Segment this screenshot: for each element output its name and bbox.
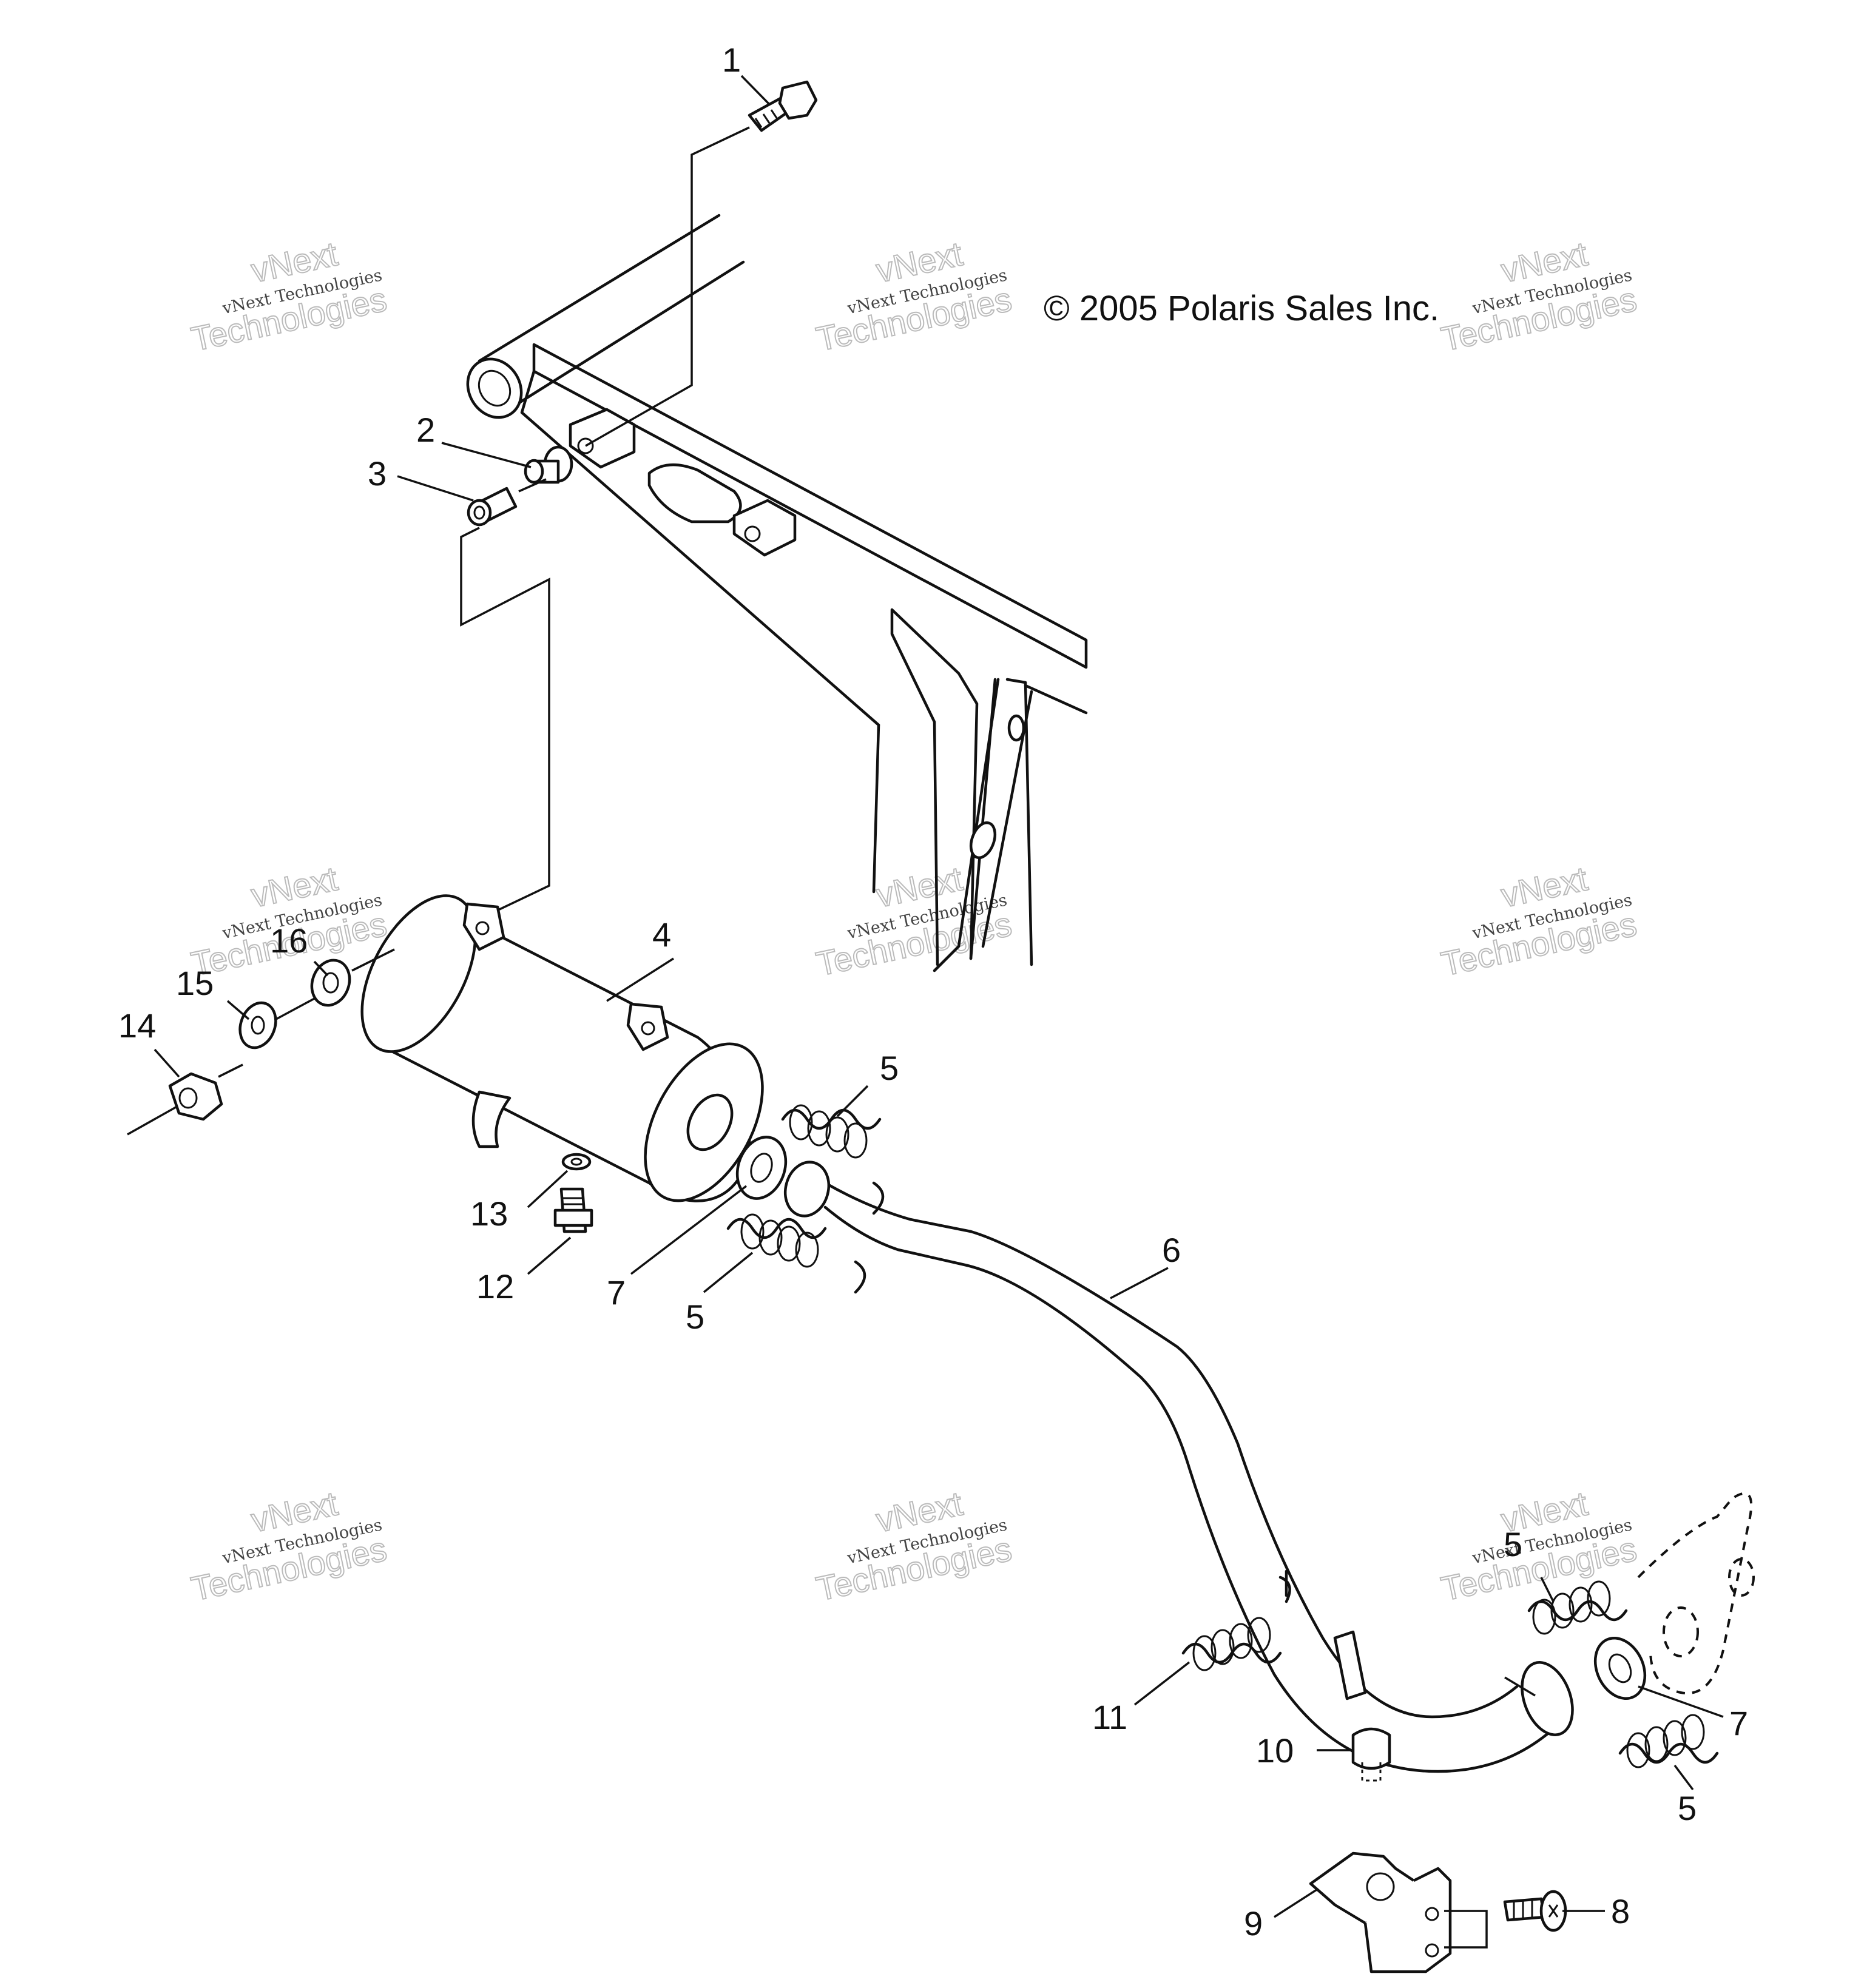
part-mounting-bracket <box>1309 1852 1452 1973</box>
part-gasket <box>1593 1636 1647 1700</box>
callout-2: 2 <box>416 411 435 449</box>
part-spring <box>726 1213 827 1268</box>
callout-16: 16 <box>270 922 308 960</box>
part-washer-tiny <box>561 1153 592 1171</box>
watermark: vNext vNext Technologies Technologies <box>187 234 391 359</box>
callout-4: 4 <box>652 915 671 954</box>
part-spring <box>1181 1617 1282 1671</box>
watermark: vNext vNext Technologies Technologies <box>812 1483 1016 1608</box>
callout-13: 13 <box>470 1194 508 1233</box>
part-flange-bolt <box>1503 1890 1567 1932</box>
axis-line <box>127 948 395 1136</box>
callout-11: 11 <box>1092 1698 1127 1736</box>
callout-6: 6 <box>1162 1231 1181 1269</box>
engine-port <box>1663 1606 1699 1657</box>
part-nut <box>168 1072 223 1121</box>
callout-1: 1 <box>722 41 741 79</box>
watermark: vNext vNext Technologies Technologies <box>812 858 1016 983</box>
watermark: vNext vNext Technologies Technologies <box>187 1483 391 1608</box>
callout-12: 12 <box>476 1267 514 1306</box>
callout-5-right-lower: 5 <box>1678 1789 1697 1827</box>
engine-port <box>1728 1558 1755 1597</box>
part-spring <box>1527 1580 1628 1635</box>
part-spring <box>781 1104 882 1159</box>
part-exhaust-pipe <box>783 1161 1574 1773</box>
callout-5-middle: 5 <box>686 1298 704 1336</box>
part-grommet <box>524 445 573 484</box>
part-washer-small <box>238 1001 277 1050</box>
part-spring <box>1618 1714 1719 1768</box>
callout-7-lower: 7 <box>1729 1704 1748 1742</box>
watermark: vNext vNext Technologies Technologies <box>1437 234 1641 359</box>
callout-10: 10 <box>1256 1731 1294 1770</box>
callout-leaders <box>154 75 1724 1918</box>
assembly-leader <box>460 527 550 917</box>
callout-8: 8 <box>1611 1892 1630 1930</box>
engine-phantom-outline <box>1637 1492 1753 1695</box>
part-rubber-cap <box>1351 1727 1391 1782</box>
part-washer-large <box>310 959 351 1007</box>
assembly-leader <box>585 126 750 447</box>
watermark: vNext vNext Technologies Technologies <box>812 234 1016 359</box>
part-screw <box>553 1187 593 1233</box>
assembly-leader <box>1444 1910 1488 1949</box>
part-bushing <box>467 487 518 527</box>
callout-5-right-upper: 5 <box>1504 1525 1522 1563</box>
watermarks: vNext vNext Technologies Technologies vN… <box>187 234 1641 1608</box>
callout-7-upper: 7 <box>607 1273 626 1312</box>
watermark: vNext vNext Technologies Technologies <box>1437 1483 1641 1608</box>
watermark: vNext vNext Technologies Technologies <box>187 858 391 983</box>
part-bolt <box>748 80 818 132</box>
callout-5-upper: 5 <box>880 1049 899 1087</box>
copyright-notice: © 2005 Polaris Sales Inc. <box>1044 289 1439 328</box>
callout-numbers: 1 2 3 4 5 5 5 5 6 7 7 8 9 10 11 12 13 14… <box>118 41 1748 1943</box>
part-gasket <box>735 1136 788 1200</box>
callout-3: 3 <box>368 454 387 493</box>
watermark: vNext vNext Technologies Technologies <box>1437 858 1641 983</box>
callout-14: 14 <box>118 1006 156 1045</box>
vehicle-frame <box>466 214 1088 972</box>
callout-15: 15 <box>176 964 214 1002</box>
callout-9: 9 <box>1244 1904 1263 1943</box>
part-muffler <box>360 894 764 1202</box>
axis-line <box>518 478 547 493</box>
